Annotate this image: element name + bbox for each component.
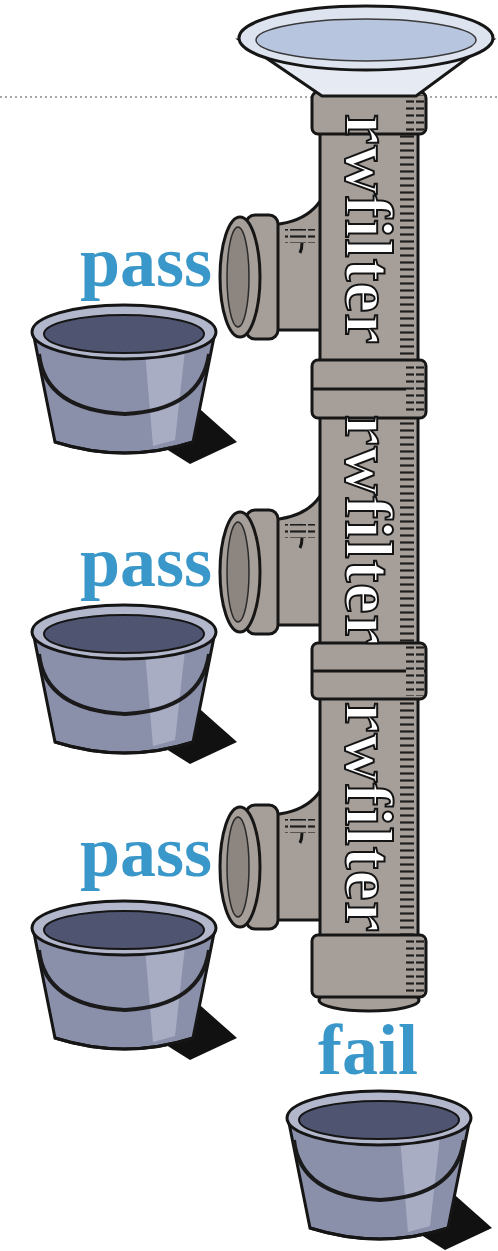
stage-label: rwfilter (335, 114, 403, 345)
pass-bucket (32, 605, 237, 764)
coupling-hatch (406, 363, 424, 415)
elbow-outlet (220, 470, 330, 634)
pipe-coupling (312, 643, 426, 699)
pipe-coupling (312, 360, 426, 418)
elbow-outlet (220, 765, 330, 929)
funnel-rim (239, 6, 493, 70)
coupling-hatch (406, 95, 424, 131)
stage-label: rwfilter (335, 415, 403, 646)
coupling-hatch (406, 646, 424, 696)
filter-stage: rwfilter (320, 699, 418, 935)
pass-label: pass (80, 526, 212, 598)
coupling-hatch (406, 938, 424, 994)
stage-label: rwfilter (335, 702, 403, 933)
pipe-coupling (312, 935, 426, 997)
pass-label: pass (80, 816, 212, 888)
funnel-mouth (256, 19, 476, 61)
filter-stage: rwfilter (320, 100, 418, 358)
fail-bucket (287, 1091, 492, 1250)
filter-stage: rwfilter (320, 418, 418, 643)
pass-bucket (32, 901, 237, 1060)
fail-label: fail (318, 1014, 418, 1086)
pass-bucket (32, 305, 237, 464)
elbow-outlet (220, 175, 330, 339)
pipe-trunk (320, 95, 418, 1000)
pass-label: pass (80, 226, 212, 298)
